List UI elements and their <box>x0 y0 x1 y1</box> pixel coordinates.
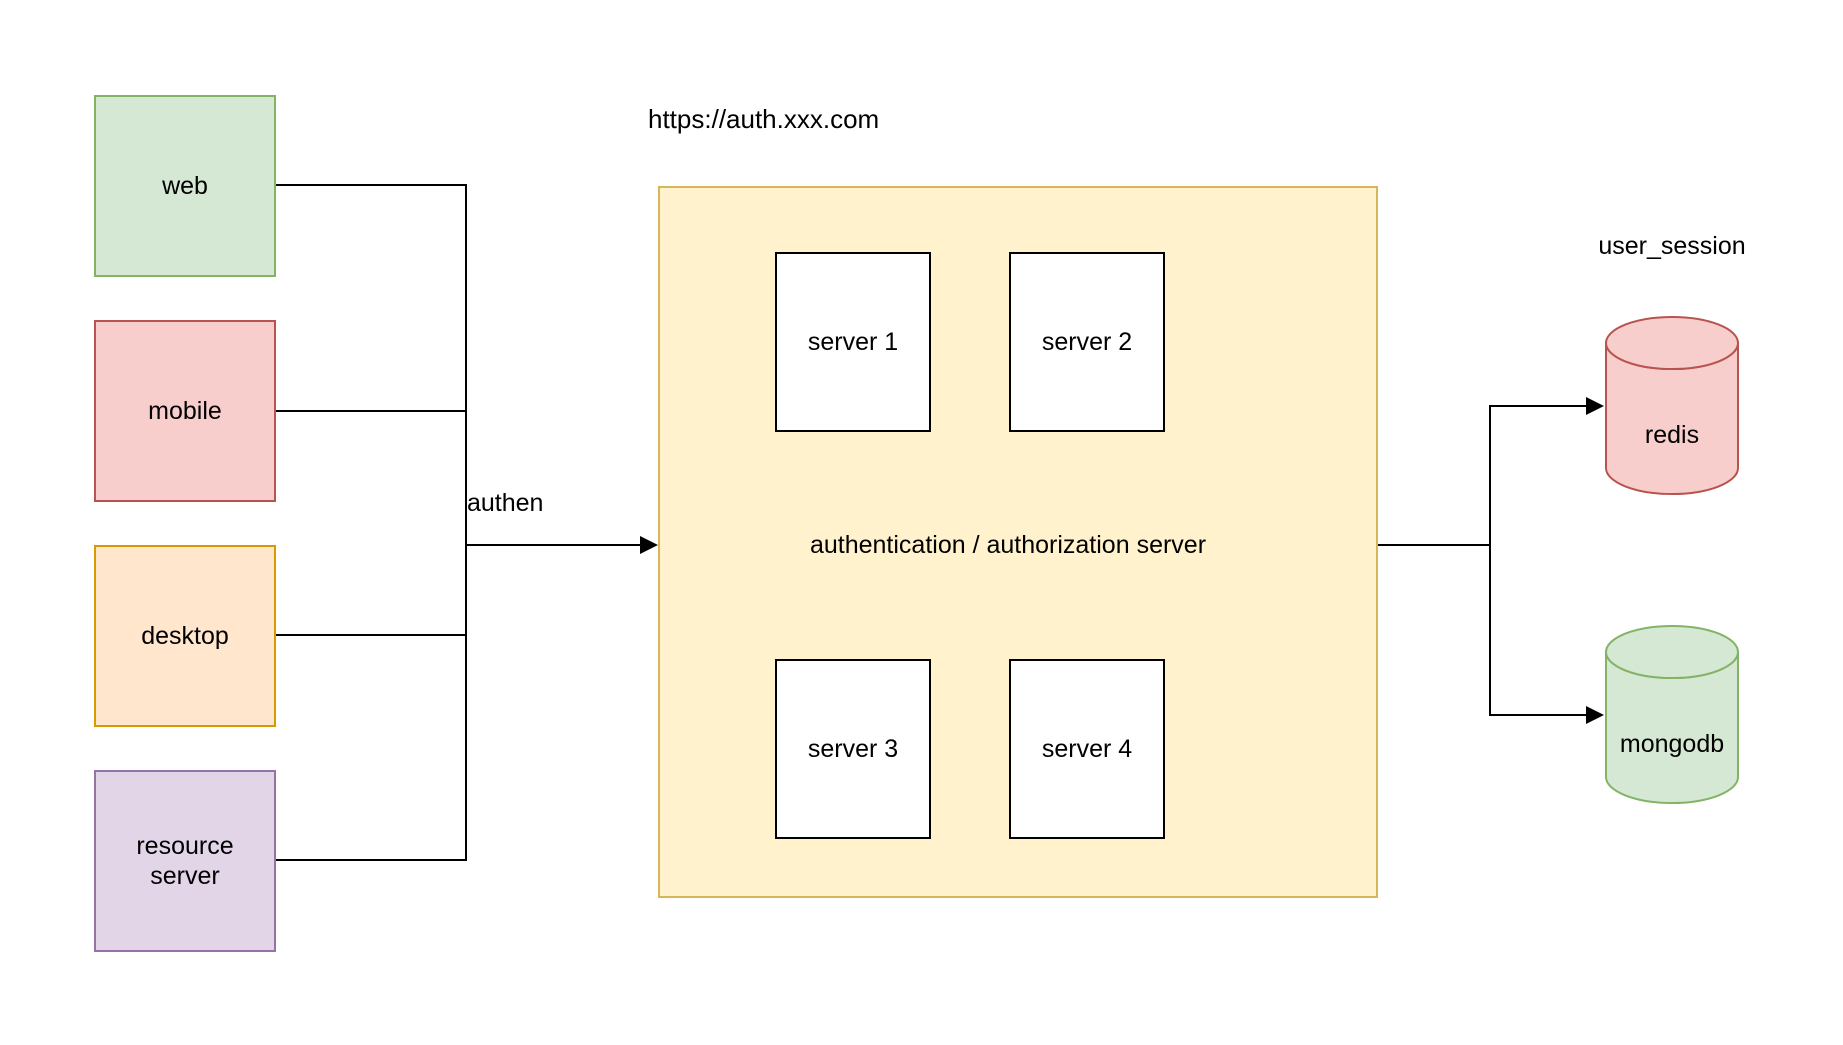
connector-mobile-to-bus <box>276 410 467 412</box>
user-session-label: user_session <box>1598 232 1746 260</box>
redis-cylinder-icon[interactable] <box>1604 315 1740 497</box>
client-box-mobile[interactable]: mobile <box>94 320 276 502</box>
connector-bus-vertical <box>465 184 467 861</box>
client-box-desktop[interactable]: desktop <box>94 545 276 727</box>
mongodb-cylinder-icon[interactable] <box>1604 624 1740 806</box>
redis-label: redis <box>1644 421 1700 449</box>
mongodb-cylinder-top <box>1605 625 1739 679</box>
redis-cylinder-top <box>1605 316 1739 370</box>
server-box-4[interactable]: server 4 <box>1009 659 1165 839</box>
client-label-mobile: mobile <box>148 397 222 425</box>
arrowhead-redis-icon <box>1586 397 1604 415</box>
connector-branch-to-redis <box>1489 405 1588 407</box>
server-label-4: server 4 <box>1041 735 1133 763</box>
client-label-web: web <box>162 172 208 200</box>
connector-auth-to-branch <box>1378 544 1491 546</box>
client-box-resource-server[interactable]: resource server <box>94 770 276 952</box>
auth-server-label: authentication / authorization server <box>809 531 1207 559</box>
server-label-2: server 2 <box>1041 328 1133 356</box>
connector-branch-vertical <box>1489 405 1491 716</box>
arrowhead-authen-icon <box>640 536 658 554</box>
server-label-1: server 1 <box>807 328 899 356</box>
connector-branch-to-mongodb <box>1489 714 1588 716</box>
connector-desktop-to-bus <box>276 634 467 636</box>
server-box-3[interactable]: server 3 <box>775 659 931 839</box>
edge-label-authen: authen <box>467 489 544 517</box>
server-box-2[interactable]: server 2 <box>1009 252 1165 432</box>
auth-server-url-label: https://auth.xxx.com <box>648 104 880 134</box>
mongodb-label: mongodb <box>1619 730 1725 758</box>
server-box-1[interactable]: server 1 <box>775 252 931 432</box>
connector-web-to-bus <box>276 184 467 186</box>
server-label-3: server 3 <box>807 735 899 763</box>
client-label-resource-server: resource server <box>136 832 234 890</box>
client-label-desktop: desktop <box>141 622 229 650</box>
client-box-web[interactable]: web <box>94 95 276 277</box>
connector-resource-to-bus <box>276 859 467 861</box>
arrowhead-mongodb-icon <box>1586 706 1604 724</box>
connector-authen-line <box>465 544 642 546</box>
